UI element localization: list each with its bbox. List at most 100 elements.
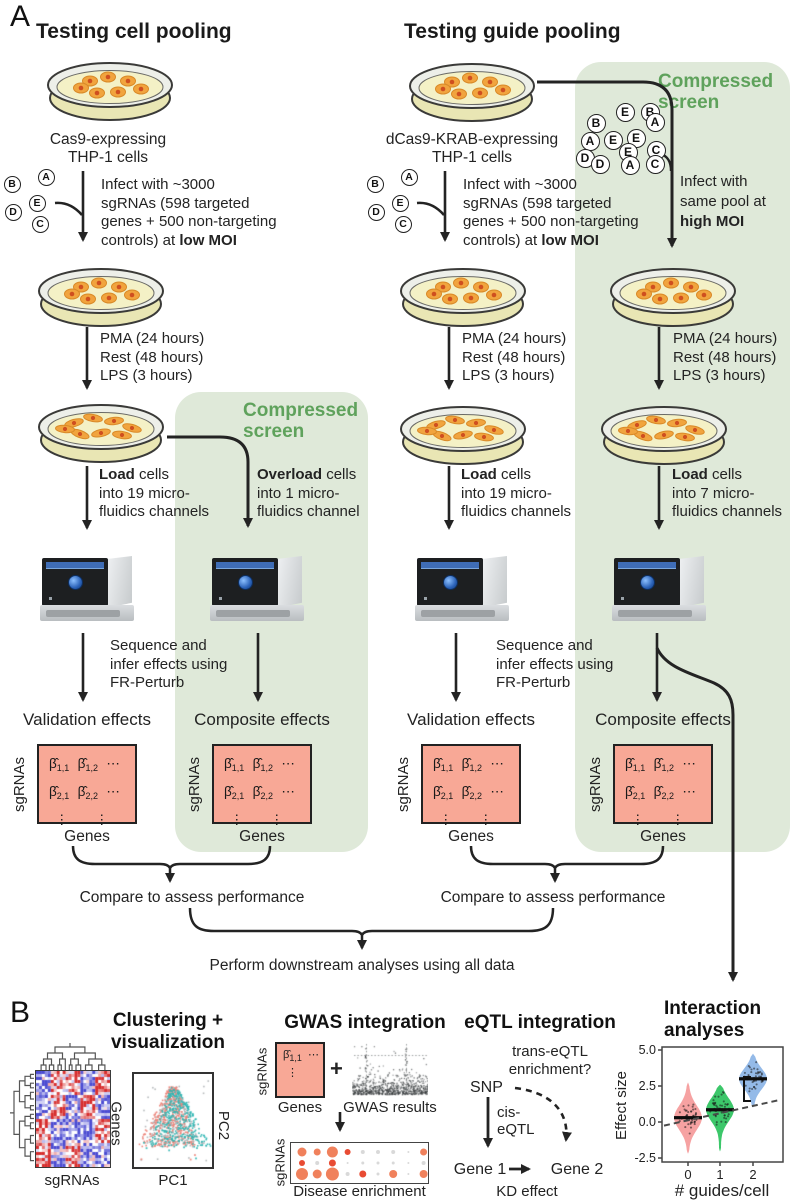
violin-0 <box>674 1082 702 1154</box>
load-7-text: Load cells into 7 micro-fluidics channel… <box>672 466 783 520</box>
genes-axis-label: Genes <box>239 828 285 845</box>
machine-button <box>68 575 83 590</box>
kd-effect-label: KD effect <box>496 1183 558 1200</box>
x-tick-label: 1 <box>716 1167 724 1182</box>
sgrna-letter: B <box>366 175 384 193</box>
clustering-title: Clustering +visualization <box>110 1010 226 1053</box>
sgrnas-axis-label: sgRNAs <box>185 756 203 812</box>
machine-led <box>219 597 222 600</box>
genes-axis-label: Genes <box>64 828 110 845</box>
sgrna-letter: B <box>3 175 21 193</box>
microfluidics-machine <box>210 553 304 623</box>
machine-drawer <box>618 610 692 617</box>
genes-axis-label: Genes <box>107 1100 125 1146</box>
pooled-guide-letter: B <box>586 113 606 133</box>
sgrna-letter: D <box>4 203 22 221</box>
snp-label: SNP <box>470 1079 503 1096</box>
machine-drawer <box>216 610 290 617</box>
gwas-results-label: GWAS results <box>343 1099 437 1116</box>
pooled-guide-letter: A <box>580 131 600 151</box>
pooled-guide-letter: A <box>620 155 640 175</box>
violin-median <box>739 1077 767 1081</box>
machine-button <box>443 575 458 590</box>
overload-text: Overload cells into 1 micro-fluidics cha… <box>257 466 360 520</box>
machine-button <box>640 575 655 590</box>
compare-text: Compare to assess performance <box>79 889 305 906</box>
machine-screen-bar <box>618 562 676 569</box>
violin-median <box>674 1116 702 1120</box>
machine-screen-bar <box>421 562 479 569</box>
treatment-text: PMA (24 hours)Rest (48 hours)LPS (3 hour… <box>462 330 567 384</box>
sgrna-letter: E <box>391 194 409 212</box>
microfluidics-machine <box>40 553 134 623</box>
pooled-guide-letter: D <box>590 154 610 174</box>
sgrnas-axis-label: sgRNAs <box>272 1138 288 1186</box>
petri-dish <box>407 61 537 125</box>
disease-enrichment-dotplot <box>290 1142 429 1184</box>
petri-dish <box>398 404 528 468</box>
gwas-effect-matrix: β̂1,1 ⋯ ⋮ <box>275 1042 325 1098</box>
eqtl-title: eQTL integration <box>464 1012 616 1033</box>
genes-axis-label: Genes <box>640 828 686 845</box>
composite-effects-title: Composite effects <box>595 710 731 729</box>
machine-drawer <box>46 610 120 617</box>
machine-led <box>621 597 624 600</box>
sgrna-letter: C <box>394 215 412 233</box>
heatmap <box>35 1070 111 1168</box>
machine-side <box>678 556 704 608</box>
machine-side <box>481 556 507 608</box>
composite-effects-title: Composite effects <box>194 710 330 729</box>
gene1-label: Gene 1 <box>453 1161 507 1178</box>
treatment-text: PMA (24 hours)Rest (48 hours)LPS (3 hour… <box>100 330 205 384</box>
load-19-text: Load cells into 19 micro-fluidics channe… <box>461 466 572 520</box>
violin-median <box>706 1108 734 1112</box>
validation-effects-title: Validation effects <box>23 710 151 729</box>
downstream-text: Perform downstream analyses using all da… <box>209 957 515 974</box>
sgrna-letter: D <box>367 203 385 221</box>
plus-sign: + <box>330 1056 343 1081</box>
gwas-title: GWAS integration <box>284 1012 446 1033</box>
genes-axis-label: Genes <box>448 828 494 845</box>
panel-a-label: A <box>10 0 31 33</box>
machine-led <box>49 597 52 600</box>
gene2-label: Gene 2 <box>550 1161 604 1178</box>
compare-text: Compare to assess performance <box>440 889 666 906</box>
pca-plot <box>132 1072 214 1169</box>
pooled-guide-letter: D <box>575 148 595 168</box>
pc1-axis-label: PC1 <box>158 1172 188 1189</box>
violin-2 <box>739 1053 767 1108</box>
machine-screen-bar <box>46 562 104 569</box>
title-guide-pooling: Testing guide pooling <box>404 20 621 43</box>
y-tick-label: 0.0 <box>638 1115 656 1129</box>
pooled-guide-letter: C <box>645 154 665 174</box>
machine-led <box>424 597 427 600</box>
machine-side <box>276 556 302 608</box>
disease-enrichment-label: Disease enrichment <box>293 1183 426 1200</box>
petri-dish <box>608 266 738 330</box>
validation-effects-title: Validation effects <box>407 710 535 729</box>
pooled-guide-letter: A <box>645 112 665 132</box>
petri-dish <box>398 266 528 330</box>
x-tick-label: 2 <box>749 1167 757 1182</box>
guides-per-cell-axis-label: # guides/cell <box>674 1181 770 1200</box>
significance-stars: ** <box>724 1085 735 1100</box>
manhattan-plot <box>352 1040 428 1096</box>
sgrnas-axis-label: sgRNAs <box>10 756 28 812</box>
machine-button <box>238 575 253 590</box>
microfluidics-machine <box>612 553 706 623</box>
machine-side <box>106 556 132 608</box>
machine-drawer <box>421 610 495 617</box>
pooled-guide-letter: E <box>603 130 623 150</box>
sgrnas-axis-label: sgRNAs <box>586 756 604 812</box>
sgrnas-axis-label: sgRNAs <box>394 756 412 812</box>
